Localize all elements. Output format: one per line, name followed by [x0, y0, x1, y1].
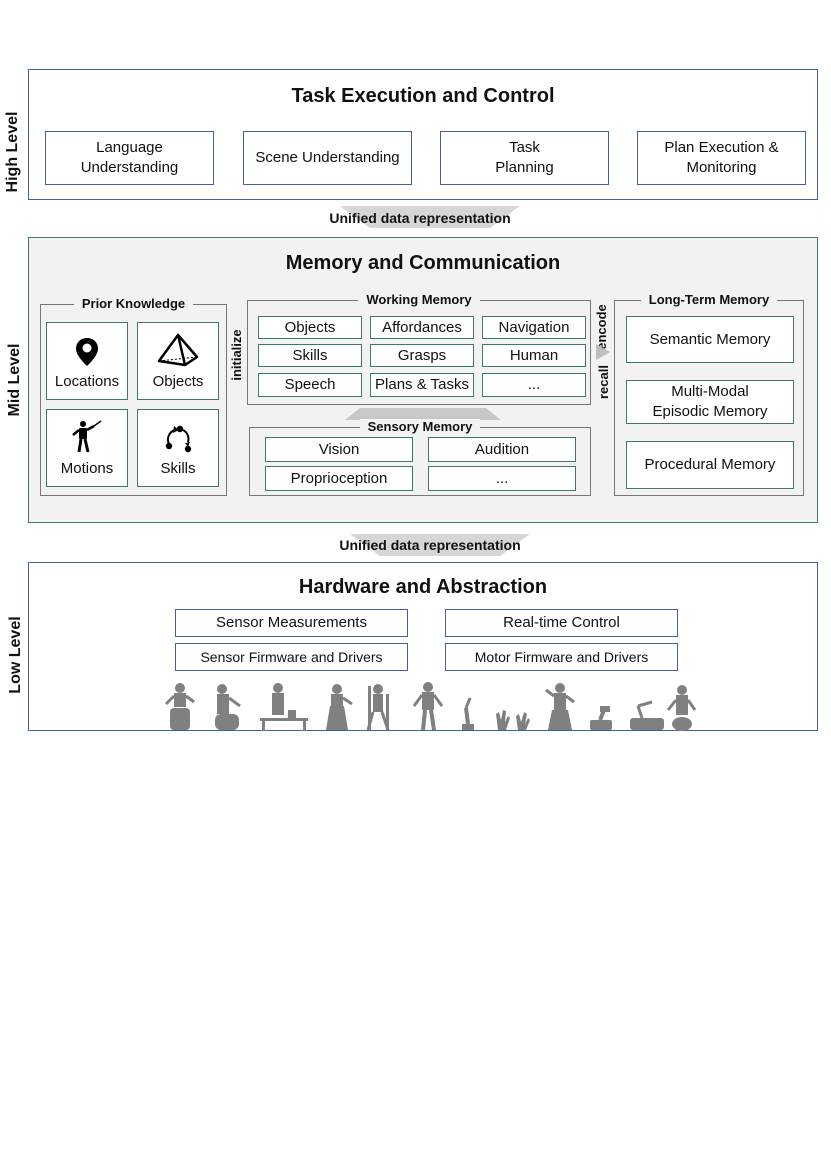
humanoid-figure-icon	[72, 420, 102, 453]
high-level-title: Task Execution and Control	[291, 85, 555, 107]
recall-label: recall	[596, 365, 611, 399]
unified-data-label-top: Unified data representation	[329, 210, 511, 226]
double-arrow-icon	[340, 206, 520, 228]
wm-human-box: Human	[482, 344, 586, 367]
low-level-label: Low Level	[7, 616, 24, 694]
ltm-episodic-box: Multi-Modal Episodic Memory	[626, 380, 794, 424]
wm-grasps-box: Grasps	[370, 344, 474, 367]
wm-affordances-box: Affordances	[370, 316, 474, 339]
ltm-semantic-box: Semantic Memory	[626, 316, 794, 363]
up-arrow-icon	[345, 408, 501, 420]
scene-understanding-box: Scene Understanding	[243, 131, 412, 185]
ltm-procedural-box: Procedural Memory	[626, 441, 794, 489]
prior-objects-tile: Objects	[137, 322, 219, 400]
wm-more-box: ...	[482, 373, 586, 397]
prior-knowledge-group: Prior Knowledge	[40, 296, 227, 496]
prior-skills-label: Skills	[160, 460, 196, 477]
sm-audition-box: Audition	[428, 437, 576, 462]
realtime-control-box: Real-time Control	[445, 609, 678, 637]
language-understanding-box: Language Understanding	[45, 131, 214, 185]
low-level-title: Hardware and Abstraction	[298, 576, 548, 598]
task-planning-box: Task Planning	[440, 131, 609, 185]
prior-skills-tile: Skills	[137, 409, 219, 487]
prior-objects-label: Objects	[152, 373, 204, 390]
high-level-label: High Level	[4, 111, 21, 193]
sensory-memory-group: Sensory Memory	[249, 419, 591, 496]
wm-skills-box: Skills	[258, 344, 362, 367]
motor-firmware-box: Motor Firmware and Drivers	[445, 643, 678, 671]
wm-objects-box: Objects	[258, 316, 362, 339]
prior-locations-label: Locations	[54, 373, 120, 390]
sm-proprioception-box: Proprioception	[265, 466, 413, 491]
sensor-measurements-box: Sensor Measurements	[175, 609, 408, 637]
prior-knowledge-title: Prior Knowledge	[73, 296, 194, 311]
working-memory-title: Working Memory	[358, 292, 480, 307]
mid-level-title: Memory and Communication	[285, 252, 561, 274]
pyramid-icon	[157, 333, 199, 367]
prior-motions-tile: Motions	[46, 409, 128, 487]
initialize-label: initialize	[229, 329, 244, 381]
prior-motions-label: Motions	[60, 460, 114, 477]
sensory-memory-title: Sensory Memory	[359, 419, 481, 434]
location-pin-icon	[76, 338, 98, 366]
sm-vision-box: Vision	[265, 437, 413, 462]
double-arrow-icon	[350, 534, 530, 556]
encode-recall-arrows-icon	[596, 344, 610, 360]
wm-speech-box: Speech	[258, 373, 362, 397]
wm-navigation-box: Navigation	[482, 316, 586, 339]
sensor-firmware-box: Sensor Firmware and Drivers	[175, 643, 408, 671]
wm-plans-tasks-box: Plans & Tasks	[370, 373, 474, 397]
long-term-memory-title: Long-Term Memory	[640, 292, 778, 307]
robot-silhouettes-icon	[164, 682, 697, 731]
sm-more-box: ...	[428, 466, 576, 491]
mid-level-label: Mid Level	[6, 343, 23, 417]
prior-locations-tile: Locations	[46, 322, 128, 400]
plan-execution-box: Plan Execution & Monitoring	[637, 131, 806, 185]
working-memory-group: Working Memory	[247, 292, 591, 405]
long-term-memory-group: Long-Term Memory	[614, 292, 804, 496]
unified-data-label-bottom: Unified data representation	[339, 537, 521, 553]
cycle-arrows-icon	[165, 425, 192, 453]
